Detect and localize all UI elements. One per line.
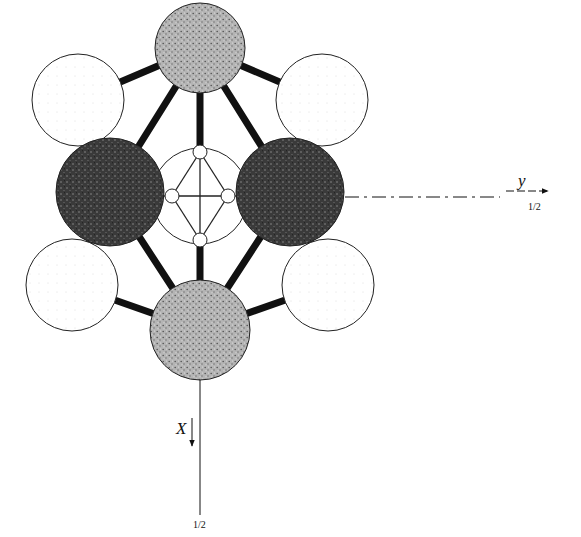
axes bbox=[192, 191, 548, 515]
central-octahedron bbox=[152, 145, 248, 247]
axis-label: 1/2 bbox=[193, 520, 206, 530]
axis-label: y bbox=[518, 172, 526, 189]
axis-label: 1/2 bbox=[528, 202, 541, 212]
stippled-spheres bbox=[56, 3, 344, 380]
axis-label: X bbox=[176, 420, 186, 437]
